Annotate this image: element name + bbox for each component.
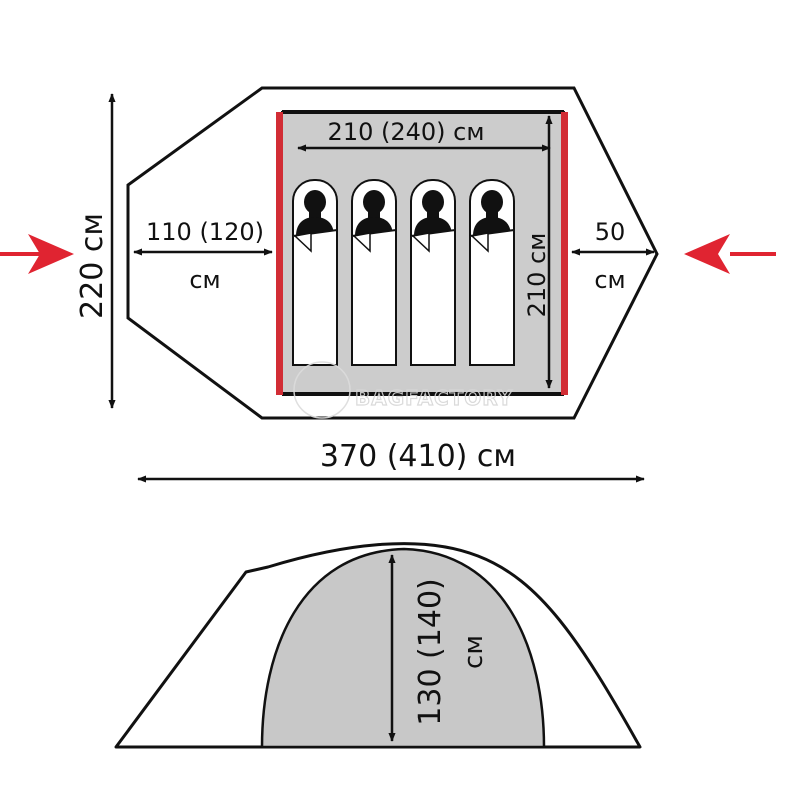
sleeper-neck bbox=[309, 210, 321, 218]
dim-inner-width-label: 210 (240) см bbox=[328, 118, 485, 146]
sleeping-bag-2 bbox=[351, 179, 397, 366]
dim-vestibule-right-value: 50 bbox=[595, 218, 626, 246]
pole-left bbox=[276, 112, 283, 395]
pole-right bbox=[561, 112, 568, 395]
sleeping-bag-fold bbox=[411, 232, 430, 253]
sleeping-bag-3 bbox=[410, 179, 456, 366]
dim-height-value: 130 (140) bbox=[413, 578, 448, 725]
sleeping-bag-cover bbox=[410, 228, 456, 366]
dim-vestibule-left-unit: см bbox=[189, 266, 220, 294]
sleeper-neck bbox=[427, 210, 439, 218]
plan-view: BAGFACTORY 210 (240) см 210 см 110 (120)… bbox=[0, 86, 776, 483]
dim-total-length-label: 370 (410) см bbox=[320, 439, 516, 474]
sleeping-bag-fold bbox=[352, 232, 371, 253]
watermark-text: BAGFACTORY bbox=[355, 386, 513, 410]
sleeping-bag-cover bbox=[292, 228, 338, 366]
sleepers-group bbox=[292, 179, 515, 366]
dim-vestibule-left-value: 110 (120) bbox=[146, 218, 264, 246]
entrance-arrow-right bbox=[684, 234, 776, 274]
sleeping-bag-fold bbox=[293, 232, 312, 253]
dim-height-unit: см bbox=[459, 635, 489, 669]
sleeper-head bbox=[481, 190, 503, 214]
entrance-arrow-left bbox=[0, 234, 74, 274]
sleeper-neck bbox=[486, 210, 498, 218]
sleeping-bag-cover bbox=[351, 228, 397, 366]
sleeper-head bbox=[422, 190, 444, 214]
elevation-view: 130 (140) см bbox=[114, 542, 642, 749]
sleeper-neck bbox=[368, 210, 380, 218]
dim-vestibule-right-unit: см bbox=[594, 266, 625, 294]
inner-tent-dome bbox=[260, 547, 546, 749]
sleeper-head bbox=[304, 190, 326, 214]
watermark: BAGFACTORY bbox=[293, 361, 513, 419]
sleeping-bag-cover bbox=[469, 228, 515, 366]
dim-total-width-label: 220 см bbox=[75, 213, 110, 319]
dim-inner-length-label: 210 см bbox=[523, 233, 551, 318]
watermark-logo bbox=[293, 361, 351, 419]
sleeper-head bbox=[363, 190, 385, 214]
sleeping-bag-fold bbox=[470, 232, 489, 253]
sleeping-bag-1 bbox=[292, 179, 338, 366]
sleeping-bag-4 bbox=[469, 179, 515, 366]
